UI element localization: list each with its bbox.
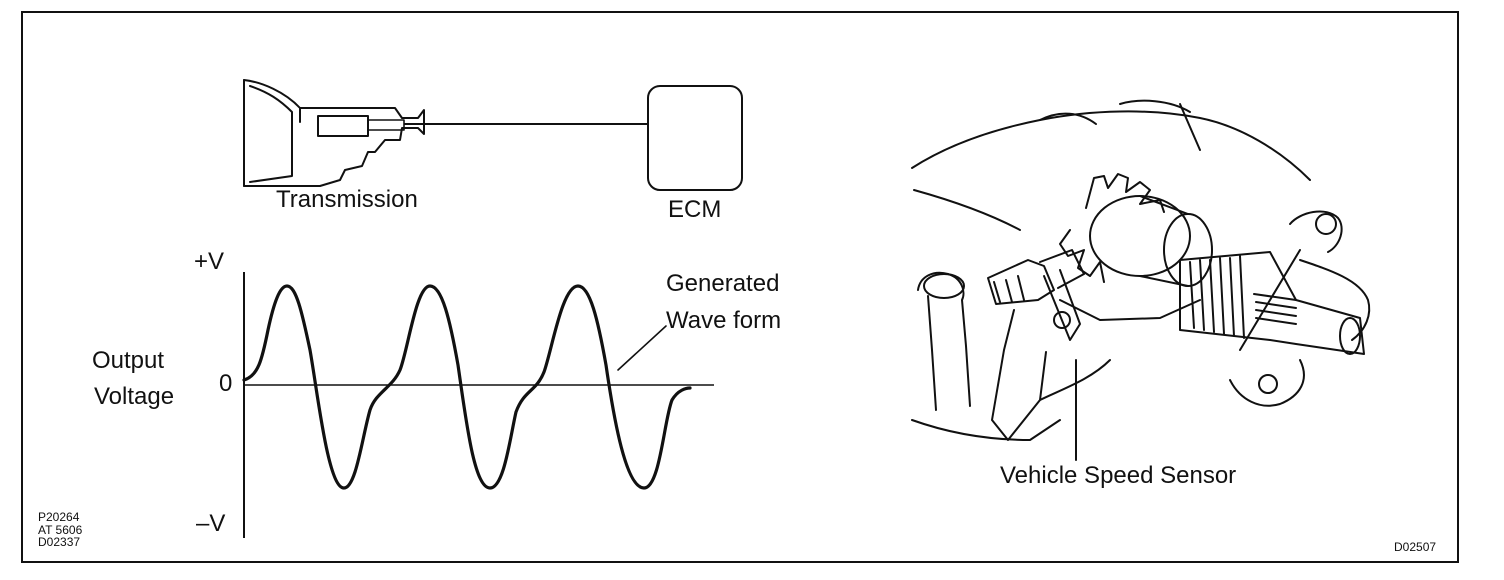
figure-frame	[21, 11, 1459, 563]
figure-code-right: D02507	[1394, 540, 1437, 554]
figure-code-line: AT 5606	[38, 522, 83, 537]
figure-code-left: P20264 AT 5606 D02337	[38, 511, 82, 549]
minus-v-label: –V	[196, 510, 226, 537]
speed-sensor-symbol	[317, 115, 369, 137]
vehicle-speed-sensor-label: Vehicle Speed Sensor	[1000, 462, 1237, 489]
generated-waveform	[242, 284, 692, 490]
transmission-housing	[243, 79, 425, 187]
generated-wave-label-line1: Generated	[666, 270, 780, 297]
ecm-box	[647, 85, 743, 191]
figure-code-line: P20264	[38, 510, 80, 524]
plus-v-label: +V	[194, 248, 225, 275]
sensor-connector	[367, 119, 405, 131]
output-voltage-label-line1: Output	[92, 347, 165, 374]
waveform-leader	[617, 325, 667, 371]
speed-sensor-illustration	[911, 99, 1371, 461]
zero-label: 0	[219, 370, 233, 397]
figure-code-line: D02337	[38, 535, 81, 550]
ecm-label: ECM	[668, 196, 722, 223]
output-voltage-label-line2: Voltage	[94, 383, 175, 410]
generated-wave-label-line2: Wave form	[666, 307, 782, 334]
transmission-label: Transmission	[276, 186, 418, 213]
